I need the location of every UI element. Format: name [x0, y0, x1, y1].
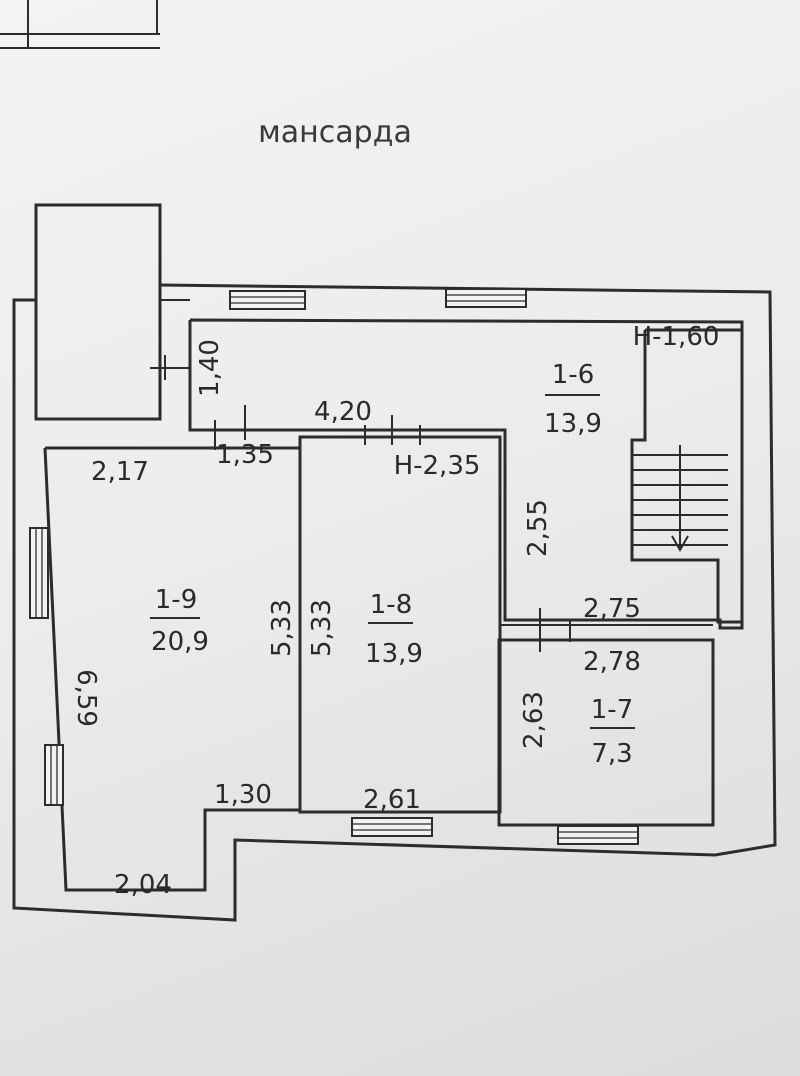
dimension-label: 4,20: [314, 397, 372, 427]
dimension-label: 1,40: [195, 339, 225, 397]
dimension-label: 2,61: [363, 785, 421, 815]
corner-grid-fragment: [0, 0, 160, 49]
room-id: 1-9: [155, 585, 197, 615]
height-label-1-8: Н-2,35: [394, 451, 481, 481]
door-marks: [150, 355, 571, 652]
room-area: 13,9: [365, 639, 423, 669]
dimension-label: 2,63: [519, 691, 549, 749]
dimension-label: 5,33: [267, 599, 297, 657]
room-id: 1-8: [370, 590, 412, 620]
room-label-1-9: 1-9 20,9: [150, 585, 209, 657]
plan-title: мансарда: [258, 115, 412, 150]
dimension-label: 2,78: [583, 647, 641, 677]
room-id: 1-6: [552, 360, 594, 390]
annex-block: [34, 203, 162, 421]
dimension-label: 5,33: [307, 599, 337, 657]
room-id: 1-7: [591, 695, 633, 725]
room-area: 20,9: [151, 627, 209, 657]
room-label-1-6: 1-6 13,9: [544, 360, 602, 439]
dimension-label: 6,59: [71, 669, 101, 727]
dimension-label: 2,55: [523, 499, 553, 557]
windows: [29, 288, 639, 845]
room-area: 13,9: [544, 409, 602, 439]
room-label-1-7: 1-7 7,3: [590, 695, 635, 769]
dimension-label: 2,17: [91, 457, 149, 487]
room-area: 7,3: [591, 739, 632, 769]
dimension-label: 2,04: [114, 870, 172, 900]
staircase: [630, 328, 744, 624]
dimension-label: 2,75: [583, 594, 641, 624]
height-label-1-6: Н-1,60: [633, 322, 720, 352]
dimension-label: 1,30: [214, 780, 272, 810]
room-label-1-8: 1-8 13,9: [365, 590, 423, 669]
dimension-label: 1,35: [216, 440, 274, 470]
